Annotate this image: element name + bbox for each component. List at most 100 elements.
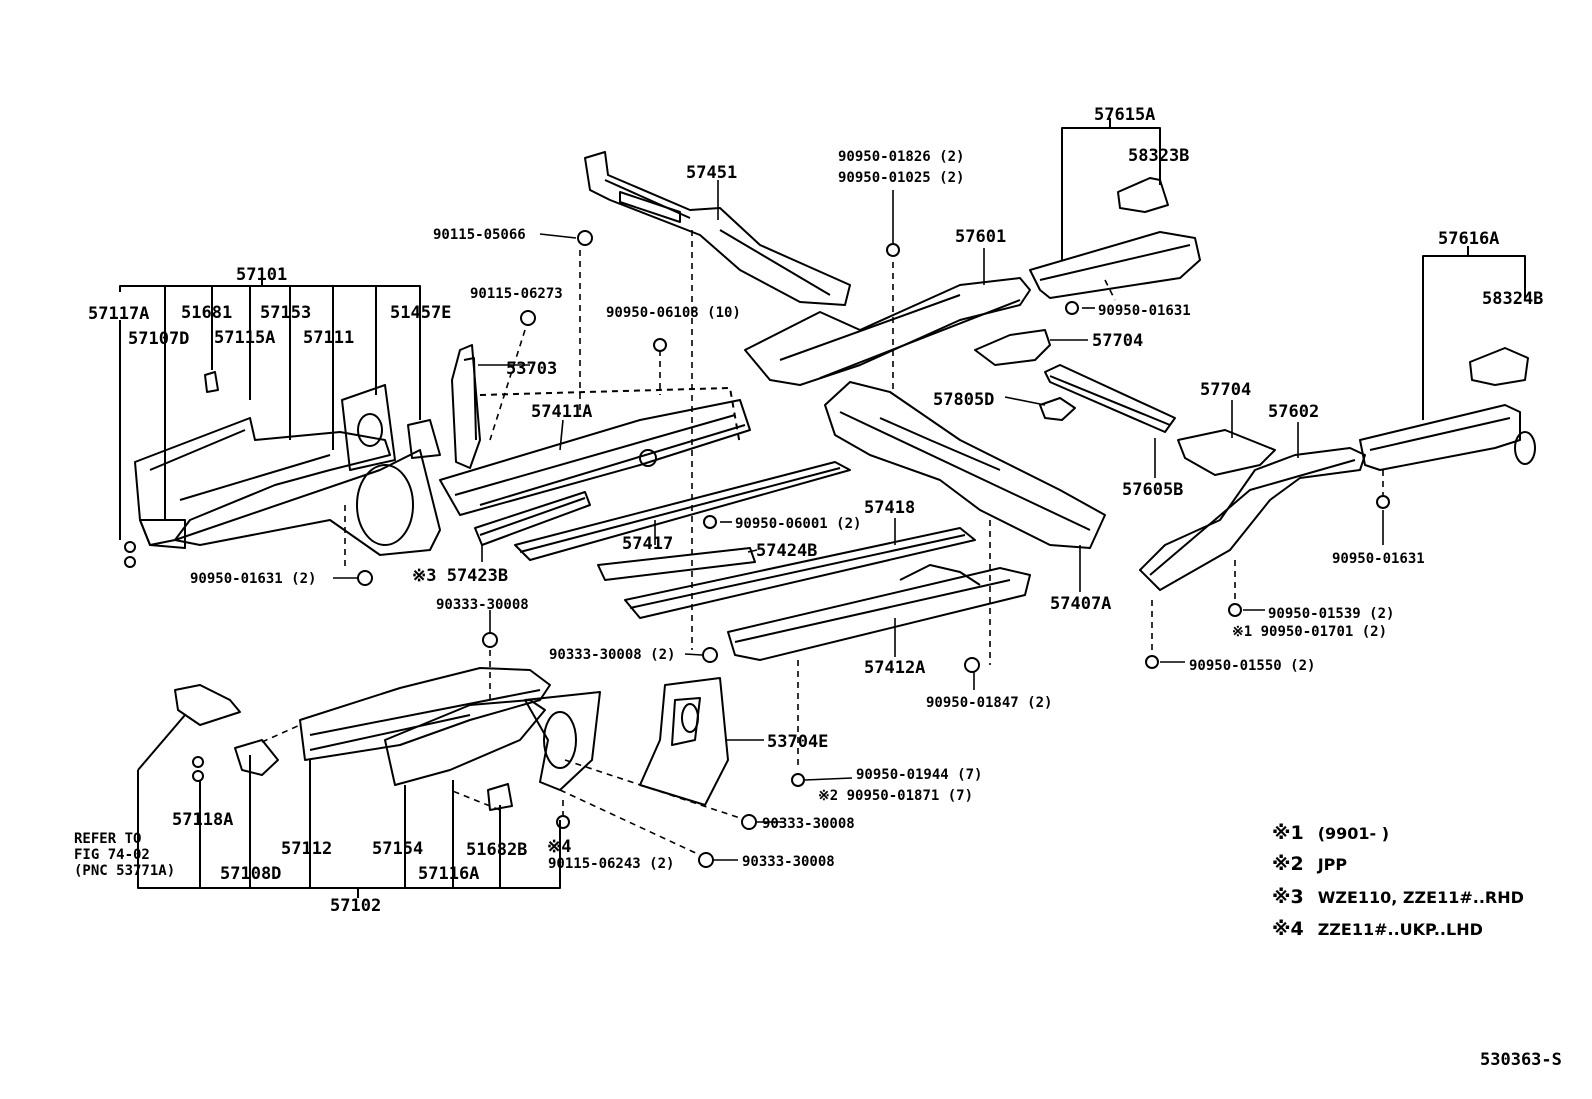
footnote-mark: ※4 xyxy=(1272,918,1304,940)
part-label-p57112: 57112 xyxy=(281,839,333,859)
part-label-p90950_01871: ※2 90950-01871 (7) xyxy=(818,788,974,804)
front-member-57102 xyxy=(174,667,601,811)
bracket-57805d xyxy=(1039,397,1076,421)
fasteners xyxy=(357,230,1390,868)
part-label-p57116A: 57116A xyxy=(418,864,480,884)
bracket-57704-lower xyxy=(1177,429,1276,476)
part-label-p57605B: 57605B xyxy=(1122,480,1184,500)
part-label-p57615A: 57615A xyxy=(1094,105,1156,125)
part-label-p90333_30008a: 90333-30008 xyxy=(436,597,529,613)
footnote-text: (9901- ) xyxy=(1317,824,1390,843)
rail-57417 xyxy=(514,461,851,561)
footnote-row: ※1 (9901- ) xyxy=(1272,822,1389,844)
part-label-p_ref3: (PNC 53771A) xyxy=(74,863,176,879)
part-label-p57418: 57418 xyxy=(864,498,916,518)
sill-57412a xyxy=(727,567,1031,661)
footnote-text: ZZE11#..UKP..LHD xyxy=(1317,920,1483,939)
part-label-p90115_05066: 90115-05066 xyxy=(433,227,526,243)
part-label-p51681: 51681 xyxy=(181,303,233,323)
part-label-p90950_01539: 90950-01539 (2) xyxy=(1268,606,1395,622)
footnote-text: JPP xyxy=(1317,855,1348,874)
bracket-57704-upper xyxy=(974,329,1051,366)
footnote-text: WZE110, ZZE11#..RHD xyxy=(1317,888,1524,907)
part-label-p90950_01631b: 90950-01631 xyxy=(1332,551,1425,567)
part-label-p_mk4: ※4 xyxy=(547,837,572,857)
front-side-member-left xyxy=(124,371,441,568)
crossmember-57451 xyxy=(584,151,851,306)
rail-57418 xyxy=(624,527,976,619)
part-label-p90950_06108: 90950-06108 (10) xyxy=(606,305,741,321)
bracket-57616a xyxy=(1422,255,1526,420)
part-label-p90950_01944: 90950-01944 (7) xyxy=(856,767,983,783)
part-label-p57411A: 57411A xyxy=(531,402,593,422)
part-label-p51457E: 51457E xyxy=(390,303,452,323)
leader-lines xyxy=(333,180,1384,861)
footnote-mark: ※3 xyxy=(1272,886,1304,908)
part-label-p90115_06273: 90115-06273 xyxy=(470,286,563,302)
part-label-p90950_01847: 90950-01847 (2) xyxy=(926,695,1053,711)
part-label-p57423B: ※3 57423B xyxy=(412,566,509,586)
bracket-57101 xyxy=(119,277,421,540)
part-label-p57107D: 57107D xyxy=(128,329,190,349)
part-label-p90950_01025: 90950-01025 (2) xyxy=(838,170,965,186)
part-label-p_ref2: FIG 74-02 xyxy=(74,847,150,863)
part-label-p57602: 57602 xyxy=(1268,402,1320,422)
footnote-row: ※4 ZZE11#..UKP..LHD xyxy=(1272,918,1483,940)
part-label-p57154: 57154 xyxy=(372,839,424,859)
part-label-p57102: 57102 xyxy=(330,896,382,916)
part-label-p57153: 57153 xyxy=(260,303,312,323)
reinforcement-57424b xyxy=(597,547,756,581)
footnote-row: ※2 JPP xyxy=(1272,853,1347,875)
part-label-p57451: 57451 xyxy=(686,163,738,183)
footnote-mark: ※1 xyxy=(1272,822,1304,844)
alignment-lines xyxy=(261,230,1384,856)
part-label-p57412A: 57412A xyxy=(864,658,926,678)
part-label-p57111: 57111 xyxy=(303,328,355,348)
part-label-p57601: 57601 xyxy=(955,227,1007,247)
part-label-p90333_30008c: 90333-30008 xyxy=(762,816,855,832)
rear-member-57601 xyxy=(744,231,1201,386)
rear-member-57602 xyxy=(1139,404,1536,591)
pillar-53703 xyxy=(451,344,481,469)
pillar-53704e xyxy=(639,677,729,806)
footnote-row: ※3 WZE110, ZZE11#..RHD xyxy=(1272,886,1524,908)
part-label-p_ref1: REFER TO xyxy=(74,831,142,847)
part-label-p53703: 53703 xyxy=(506,359,558,379)
sill-57411a xyxy=(439,387,751,516)
part-label-p90333_30008d: 90333-30008 xyxy=(742,854,835,870)
part-label-p90950_01550: 90950-01550 (2) xyxy=(1189,658,1316,674)
part-label-p57407A: 57407A xyxy=(1050,594,1112,614)
part-label-p90950_06001: 90950-06001 (2) xyxy=(735,516,862,532)
part-label-p57118A: 57118A xyxy=(172,810,234,830)
part-label-p58323B: 58323B xyxy=(1128,146,1190,166)
part-label-p57704b: 57704 xyxy=(1200,380,1252,400)
crossmember-57605b xyxy=(1044,364,1176,433)
footnote-mark: ※2 xyxy=(1272,853,1304,875)
part-label-p_fig: 530363-S xyxy=(1480,1050,1562,1070)
bracket-58323b xyxy=(1117,177,1169,213)
part-label-p57616A: 57616A xyxy=(1438,229,1500,249)
part-label-p51682B: 51682B xyxy=(466,840,528,860)
part-label-p57417: 57417 xyxy=(622,534,674,554)
part-label-p90950_01631c: 90950-01631 (2) xyxy=(190,571,317,587)
part-label-p57424B: 57424B xyxy=(756,541,818,561)
bracket-57102 xyxy=(137,714,561,898)
part-label-p90950_01631a: 90950-01631 xyxy=(1098,303,1191,319)
part-label-p57101: 57101 xyxy=(236,265,288,285)
part-label-p53704E: 53704E xyxy=(767,732,829,752)
part-label-p90115_06243: 90115-06243 (2) xyxy=(548,856,675,872)
bracket-58324b xyxy=(1469,347,1529,386)
part-label-p57805D: 57805D xyxy=(933,390,995,410)
part-label-p58324B: 58324B xyxy=(1482,289,1544,309)
part-label-p57117A: 57117A xyxy=(88,304,150,324)
part-label-p57704a: 57704 xyxy=(1092,331,1144,351)
part-label-p57108D: 57108D xyxy=(220,864,282,884)
part-label-p90950_01826: 90950-01826 (2) xyxy=(838,149,965,165)
reinforcement-57423b xyxy=(474,491,591,546)
floor-57407a xyxy=(824,381,1106,549)
part-label-p57115A: 57115A xyxy=(214,328,276,348)
part-label-p90950_01701: ※1 90950-01701 (2) xyxy=(1232,624,1388,640)
part-label-p90333_30008b: 90333-30008 (2) xyxy=(549,647,676,663)
